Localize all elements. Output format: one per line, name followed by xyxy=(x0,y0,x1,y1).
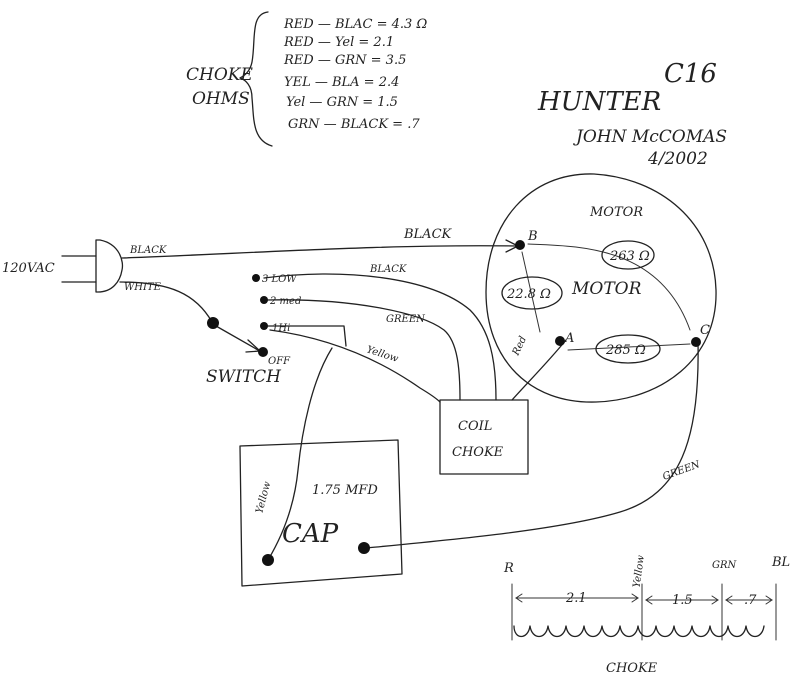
motor-outer-label: MOTOR xyxy=(589,205,643,220)
plug-prongs xyxy=(61,255,97,283)
ab-resistance-bubble xyxy=(501,276,563,310)
ac-resistance-value: 285 Ω xyxy=(605,343,646,358)
switch-common-terminal xyxy=(207,317,219,329)
coil-label-line1: COIL xyxy=(458,419,492,434)
arrowheads-icon xyxy=(515,593,773,605)
terminal-c xyxy=(691,337,701,347)
wire-yellow-cap-label: Yellow xyxy=(254,480,273,515)
switch-pos-off: OFF xyxy=(268,356,291,367)
choke-table-title: CHOKE xyxy=(186,65,253,85)
power-plug: 120VAC BLACK WHITE xyxy=(2,239,167,293)
bc-measure-line xyxy=(527,243,691,331)
wire-black-main xyxy=(121,245,517,259)
choke-row-2: RED — Yel = 2.1 xyxy=(283,35,394,50)
wire-green-motor xyxy=(365,341,699,549)
switch-pos-low: 3 LOW xyxy=(262,274,297,285)
terminal-b xyxy=(515,240,525,250)
tap-yellow-label: Yellow xyxy=(632,554,647,588)
wire-hi-jumper xyxy=(265,325,347,347)
segment-value-1: 2.1 xyxy=(565,591,587,606)
wire-red-label: Red xyxy=(510,335,529,359)
wire-green-motor-label: GREEN xyxy=(661,459,702,483)
choke-row-3: RED — GRN = 3.5 xyxy=(283,53,406,68)
choke-ohms-table: CHOKE OHMS RED — BLAC = 4.3 Ω RED — Yel … xyxy=(186,11,427,147)
choke-row-1: RED — BLAC = 4.3 Ω xyxy=(283,17,427,32)
wire-black-low-label: BLACK xyxy=(369,264,407,275)
cap-value: 1.75 MFD xyxy=(312,483,378,498)
ac-resistance-bubble xyxy=(595,334,661,364)
coil-choke-box xyxy=(439,399,529,475)
segment-value-3: .7 xyxy=(744,593,757,608)
wire-red xyxy=(511,339,567,401)
wire-yellow-cap xyxy=(267,347,333,561)
table-brace xyxy=(239,11,273,147)
switch-terminal-low xyxy=(252,274,260,282)
header: HUNTER C16 JOHN McCOMAS 4/2002 xyxy=(537,59,727,169)
choke-row-4: YEL — BLA = 2.4 xyxy=(284,75,399,90)
switch-label: SWITCH xyxy=(206,367,282,387)
tap-grn-label: GRN xyxy=(712,560,738,571)
wire-yellow-hi-label: Yellow xyxy=(365,344,400,365)
choke-row-6: GRN — BLACK = .7 xyxy=(288,117,420,132)
coil-choke: COIL CHOKE xyxy=(439,399,529,475)
cap-box xyxy=(239,439,403,587)
model-title: C16 xyxy=(664,59,717,89)
wires: BLACK BLACK GREEN Yellow Yellow Red GREE… xyxy=(119,227,703,561)
switch-pos-med: 2 med xyxy=(269,296,301,307)
bc-resistance-value: 263 Ω xyxy=(609,249,650,264)
choke-table-subtitle: OHMS xyxy=(192,89,250,109)
switch-terminal-med xyxy=(260,296,268,304)
coil-winding-icon xyxy=(513,625,765,638)
wire-black-top-label: BLACK xyxy=(403,227,453,242)
voltage-label: 120VAC xyxy=(2,261,55,276)
switch-terminal-hi xyxy=(260,322,268,330)
ab-resistance-value: 22.8 Ω xyxy=(506,287,551,302)
motor: MOTOR MOTOR B A C 22.8 Ω 263 Ω 285 Ω xyxy=(485,173,717,403)
plug-body-icon xyxy=(95,239,124,293)
capacitor: 1.75 MFD CAP xyxy=(239,439,403,587)
choke-row-5: Yel — GRN = 1.5 xyxy=(286,95,398,110)
tap-r-label: R xyxy=(503,561,514,576)
wire-yellow-hi xyxy=(269,329,441,403)
switch-pos-hi: 1Hi xyxy=(272,323,290,334)
ab-measure-line xyxy=(521,251,541,333)
choke-strip-label: CHOKE xyxy=(606,661,658,676)
tap-bl-label: BL xyxy=(771,555,790,570)
terminal-a-label: A xyxy=(564,331,574,346)
terminal-a xyxy=(555,336,565,346)
wire-green-med xyxy=(265,299,461,401)
terminal-c-label: C xyxy=(700,323,710,338)
brand-title: HUNTER xyxy=(537,87,661,117)
tap-lines xyxy=(511,583,777,641)
wire-black-low xyxy=(263,273,497,401)
plug-black-label: BLACK xyxy=(129,245,167,256)
motor-inner-label: MOTOR xyxy=(571,279,642,299)
wire-white xyxy=(119,281,213,323)
bc-resistance-bubble xyxy=(601,240,655,270)
author-name: JOHN McCOMAS xyxy=(573,127,727,147)
drawing-date: 4/2002 xyxy=(647,149,708,169)
switch: 3 LOW 2 med 1Hi OFF SWITCH xyxy=(206,274,301,387)
switch-terminal-off xyxy=(258,347,268,357)
plug-white-label: WHITE xyxy=(124,282,162,293)
segment-value-2: 1.5 xyxy=(672,593,693,608)
motor-outline xyxy=(485,173,717,403)
cap-label: CAP xyxy=(282,519,339,549)
segment-arrows xyxy=(515,597,773,601)
switch-lever xyxy=(215,325,259,351)
cap-terminal-left xyxy=(262,554,274,566)
wire-green-med-label: GREEN xyxy=(386,314,426,325)
terminal-b-label: B xyxy=(527,229,538,244)
ac-measure-line xyxy=(567,343,691,351)
coil-label-line2: CHOKE xyxy=(452,445,504,460)
cap-terminal-right xyxy=(358,542,370,554)
choke-strip: R Yellow GRN BL 2.1 1.5 .7 CHOKE xyxy=(503,554,790,676)
